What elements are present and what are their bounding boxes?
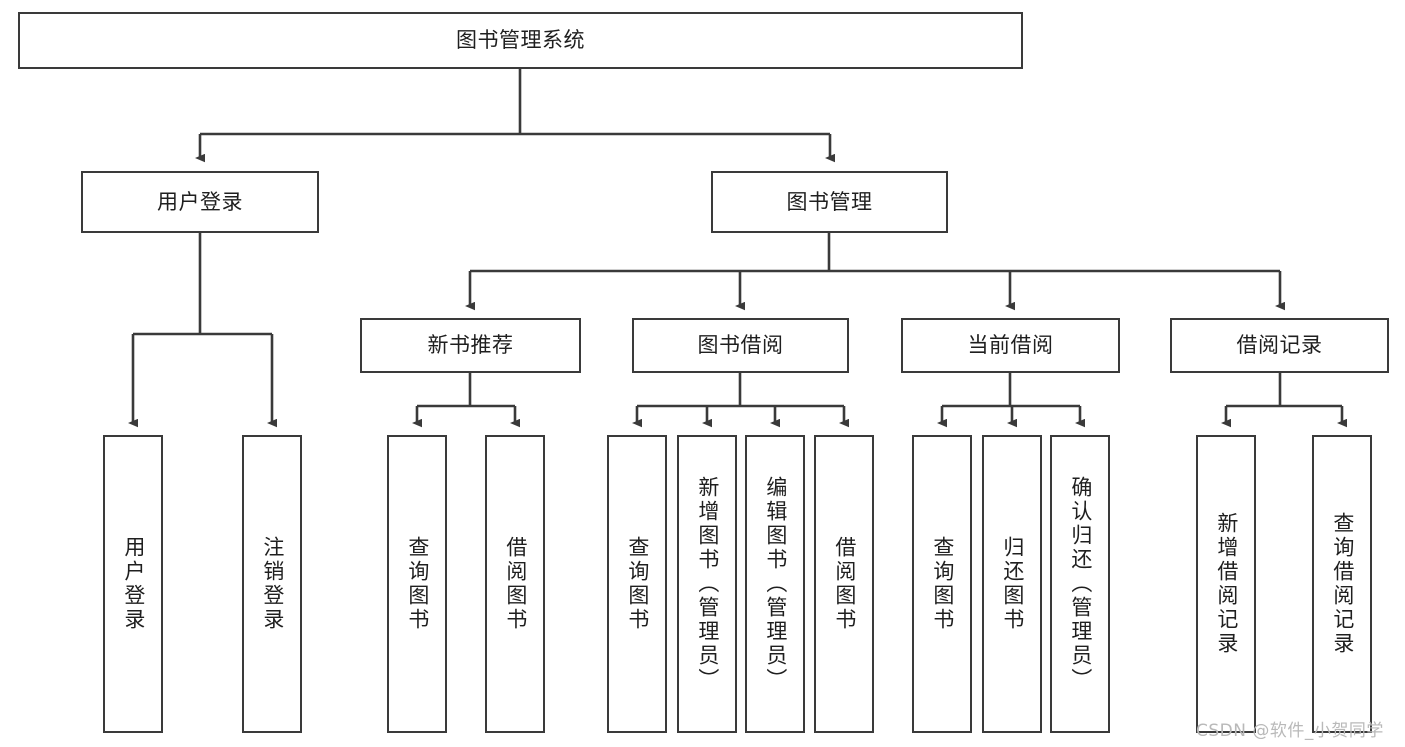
leaf-logout[interactable]: 注销登录 xyxy=(242,435,302,733)
node-book-management-label: 图书管理 xyxy=(786,189,873,214)
leaf-query-book-borrow-label: 查询图书 xyxy=(625,536,650,632)
leaf-query-book-rec-label: 查询图书 xyxy=(405,536,430,632)
node-current-borrow[interactable]: 当前借阅 xyxy=(901,318,1120,373)
node-root-label: 图书管理系统 xyxy=(456,28,585,53)
node-borrow-record[interactable]: 借阅记录 xyxy=(1170,318,1389,373)
node-user-login[interactable]: 用户登录 xyxy=(81,171,319,233)
node-book-borrow[interactable]: 图书借阅 xyxy=(632,318,849,373)
node-current-borrow-label: 当前借阅 xyxy=(967,333,1054,358)
leaf-return-book-label: 归还图书 xyxy=(1000,536,1025,632)
leaf-confirm-return-admin[interactable]: 确认归还（管理员） xyxy=(1050,435,1110,733)
node-book-borrow-label: 图书借阅 xyxy=(697,333,784,358)
leaf-logout-label: 注销登录 xyxy=(260,536,285,632)
leaf-borrow-book-rec-label: 借阅图书 xyxy=(503,536,528,632)
leaf-query-borrow-record[interactable]: 查询借阅记录 xyxy=(1312,435,1372,733)
leaf-add-borrow-record[interactable]: 新增借阅记录 xyxy=(1196,435,1256,733)
node-book-management[interactable]: 图书管理 xyxy=(711,171,948,233)
node-user-login-label: 用户登录 xyxy=(157,189,243,214)
leaf-add-book-admin[interactable]: 新增图书（管理员） xyxy=(677,435,737,733)
leaf-user-login-label: 用户登录 xyxy=(121,536,146,632)
leaf-query-book-current-label: 查询图书 xyxy=(930,536,955,632)
node-root[interactable]: 图书管理系统 xyxy=(18,12,1023,69)
leaf-query-borrow-record-label: 查询借阅记录 xyxy=(1330,512,1355,656)
csdn-watermark: CSDN @软件_小贺同学 xyxy=(1196,721,1384,741)
leaf-edit-book-admin[interactable]: 编辑图书（管理员） xyxy=(745,435,805,733)
leaf-borrow-book-label: 借阅图书 xyxy=(832,536,857,632)
leaf-query-book-rec[interactable]: 查询图书 xyxy=(387,435,447,733)
leaf-return-book[interactable]: 归还图书 xyxy=(982,435,1042,733)
leaf-borrow-book-rec[interactable]: 借阅图书 xyxy=(485,435,545,733)
leaf-confirm-return-admin-label: 确认归还（管理员） xyxy=(1068,476,1093,692)
leaf-query-book-current[interactable]: 查询图书 xyxy=(912,435,972,733)
node-new-book-recommend[interactable]: 新书推荐 xyxy=(360,318,581,373)
leaf-query-book-borrow[interactable]: 查询图书 xyxy=(607,435,667,733)
leaf-edit-book-admin-label: 编辑图书（管理员） xyxy=(763,476,788,692)
node-borrow-record-label: 借阅记录 xyxy=(1236,333,1323,358)
leaf-borrow-book[interactable]: 借阅图书 xyxy=(814,435,874,733)
leaf-add-borrow-record-label: 新增借阅记录 xyxy=(1214,512,1239,656)
leaf-add-book-admin-label: 新增图书（管理员） xyxy=(695,476,720,692)
leaf-user-login[interactable]: 用户登录 xyxy=(103,435,163,733)
node-new-book-recommend-label: 新书推荐 xyxy=(427,333,514,358)
